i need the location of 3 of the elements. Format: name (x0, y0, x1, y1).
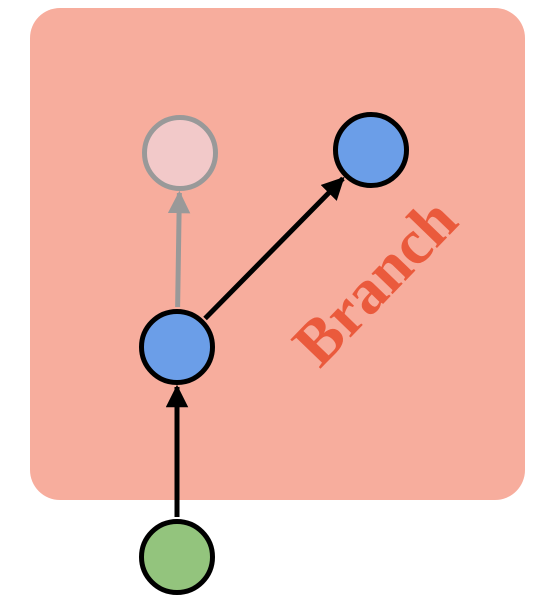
arrow (168, 190, 190, 308)
arrow (203, 176, 345, 320)
arrow (166, 384, 188, 517)
